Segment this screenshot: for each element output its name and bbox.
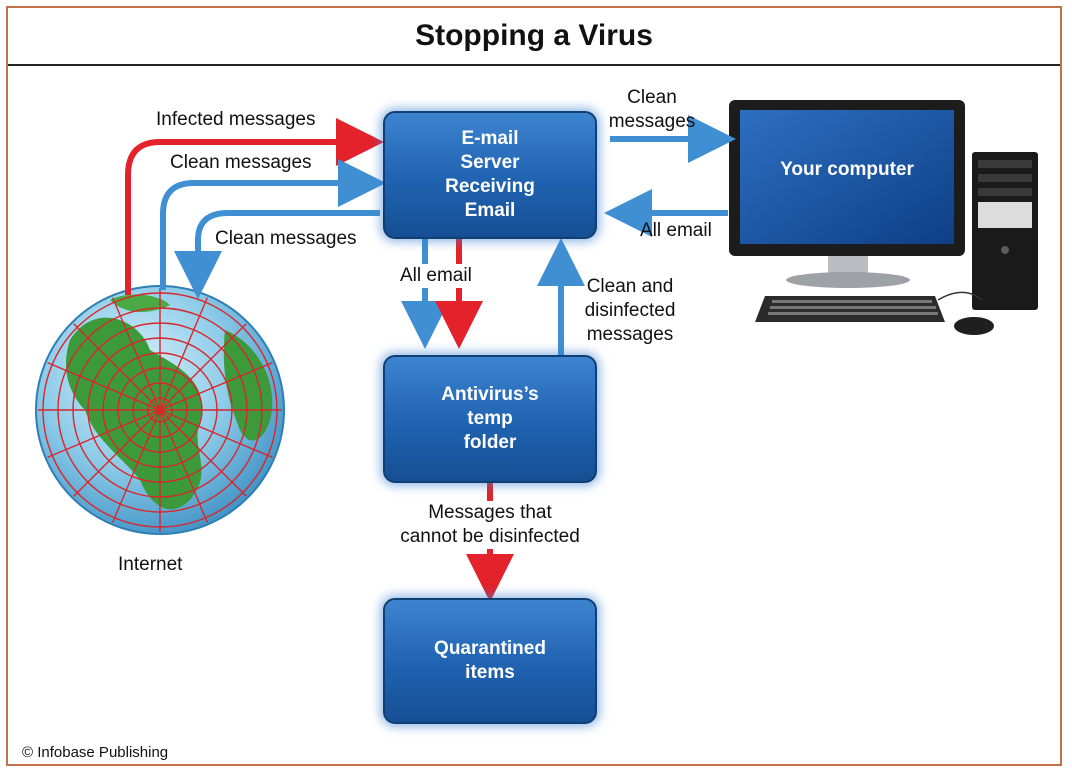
infected-in-arrow: [125, 118, 384, 295]
to-computer-label: Clean messages: [608, 87, 696, 132]
diagram-title: Stopping a Virus: [415, 19, 653, 52]
title-bar: Stopping a Virus: [8, 8, 1060, 66]
internet-label: Internet: [118, 554, 183, 575]
computer-icon: [729, 100, 1038, 335]
clean-in-arrow: [160, 159, 386, 290]
from-computer-label: All email: [640, 220, 712, 241]
back-from-temp-label: Clean and disinfected messages: [584, 276, 676, 345]
temp-folder-node: Antivirus’s temp folder: [383, 355, 597, 483]
quarantine-node: Quarantined items: [383, 598, 597, 724]
copyright-notice: © Infobase Publishing: [22, 744, 169, 761]
to-quarantine-label: Messages that cannot be disinfected: [380, 501, 600, 549]
globe-icon: [35, 285, 285, 535]
to-temp-label: All email: [398, 264, 474, 288]
computer-label: Your computer: [780, 159, 914, 180]
email-server-node: E-mail Server Receiving Email: [383, 111, 597, 239]
clean-in-label: Clean messages: [170, 152, 312, 173]
clean-out-label: Clean messages: [215, 228, 357, 249]
clean-out-arrow: [174, 210, 380, 299]
infected-in-label: Infected messages: [156, 109, 316, 130]
